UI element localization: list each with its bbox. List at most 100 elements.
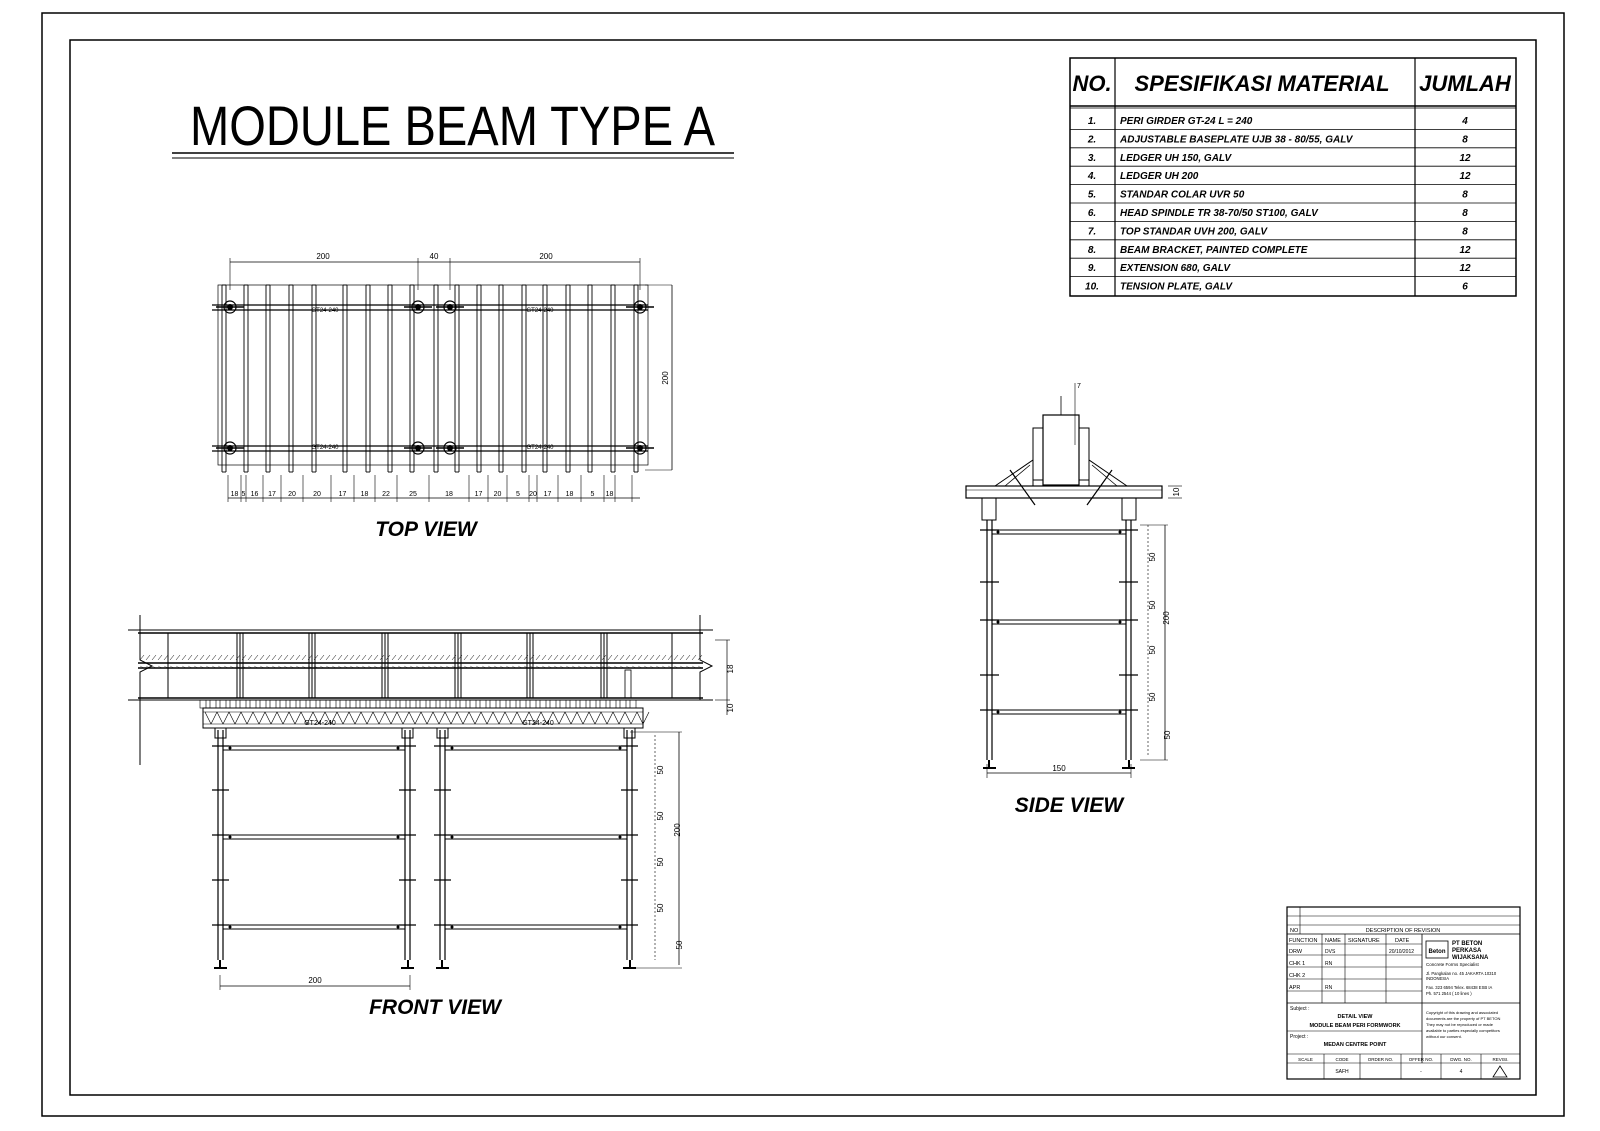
tb-row-name: DVS bbox=[1325, 949, 1336, 955]
table-row-no: 8. bbox=[1088, 245, 1096, 256]
table-row-qty: 12 bbox=[1459, 245, 1471, 256]
table-row-qty: 8 bbox=[1462, 208, 1468, 219]
table-row-spec: LEDGER UH 150, GALV bbox=[1120, 153, 1232, 164]
front-dim-top-right-1: 18 bbox=[726, 664, 735, 673]
table-row-spec: LEDGER UH 200 bbox=[1120, 171, 1199, 182]
company-logo: Beton bbox=[1429, 949, 1446, 955]
tb-no: NO bbox=[1290, 928, 1299, 934]
table-row-no: 1. bbox=[1088, 116, 1096, 127]
table-row-spec: HEAD SPINDLE TR 38-70/50 ST100, GALV bbox=[1120, 208, 1319, 219]
top-dim-bottom: 5 bbox=[516, 491, 520, 498]
table-row-spec: TENSION PLATE, GALV bbox=[1120, 282, 1233, 293]
table-row-qty: 4 bbox=[1461, 116, 1468, 127]
copyright-2: documents are the property of PT BETON bbox=[1426, 1016, 1500, 1021]
copyright-5: without our consent. bbox=[1426, 1034, 1462, 1039]
drawing-title: MODULE BEAM TYPE A bbox=[190, 94, 716, 157]
company-sub: Concrete Forms Specialist bbox=[1426, 962, 1480, 967]
tb-row-name: RN bbox=[1325, 985, 1333, 991]
company-name-2: PERKASA bbox=[1452, 948, 1482, 954]
tb-footer-value: SAFH bbox=[1335, 1069, 1349, 1075]
top-girder-label: GT24-240 bbox=[311, 308, 339, 314]
top-dim-bottom: 18 bbox=[231, 491, 239, 498]
top-dim-bottom: 16 bbox=[251, 491, 259, 498]
copyright-4: available to parties especially competit… bbox=[1426, 1028, 1500, 1033]
top-dim-3: 200 bbox=[539, 252, 553, 261]
top-dim-bottom: 20 bbox=[494, 491, 502, 498]
table-row-qty: 8 bbox=[1462, 226, 1468, 237]
table-row-qty: 12 bbox=[1459, 171, 1471, 182]
material-table: NO. SPESIFIKASI MATERIAL JUMLAH 1.PERI G… bbox=[1069, 57, 1517, 297]
side-dim-total: 200 bbox=[1162, 611, 1171, 625]
table-row-no: 9. bbox=[1088, 263, 1096, 274]
tb-subject-1: DETAIL VIEW bbox=[1338, 1014, 1374, 1020]
tb-footer-value: - bbox=[1420, 1069, 1422, 1075]
front-dim-bottom: 200 bbox=[308, 976, 322, 985]
table-row-spec: ADJUSTABLE BASEPLATE UJB 38 - 80/55, GAL… bbox=[1119, 134, 1354, 145]
front-dim-right-3: 50 bbox=[656, 857, 665, 866]
top-dim-bottom: 25 bbox=[409, 491, 417, 498]
tb-row-date: 20/10/2012 bbox=[1389, 949, 1414, 955]
company-phone-2: Ph. 571 2544 ( 10 lines ) bbox=[1426, 991, 1472, 996]
table-row-qty: 12 bbox=[1459, 263, 1471, 274]
company-address-2: INDONESIA bbox=[1426, 976, 1449, 981]
top-dim-bottom: 20 bbox=[313, 491, 321, 498]
front-dim-right-4: 50 bbox=[656, 903, 665, 912]
tb-row-function: DRW bbox=[1289, 949, 1303, 955]
tb-row-function: CHK 2 bbox=[1289, 973, 1305, 979]
side-dim-top: 7 bbox=[1077, 383, 1081, 390]
top-dim-right: 200 bbox=[661, 371, 670, 385]
side-dim-right-3: 50 bbox=[1148, 645, 1157, 654]
top-dim-bottom: 17 bbox=[268, 491, 276, 498]
tb-footer-header: REVISI. bbox=[1492, 1057, 1508, 1062]
tb-row-name: RN bbox=[1325, 961, 1333, 967]
top-girder-label: GT24-240 bbox=[311, 445, 339, 451]
tb-project: MEDAN CENTRE POINT bbox=[1324, 1042, 1387, 1048]
top-dim-2: 40 bbox=[430, 252, 439, 261]
tb-footer-header: SCALE bbox=[1298, 1057, 1313, 1062]
company-address: Jl. Pangkalan no. 45 JAKARTA 10310 bbox=[1426, 971, 1497, 976]
tb-footer-value: 4 bbox=[1460, 1069, 1463, 1075]
tb-footer-header: DWG. NO. bbox=[1450, 1057, 1472, 1062]
top-dim-bottom: 17 bbox=[339, 491, 347, 498]
side-dim-right-5: 50 bbox=[1163, 730, 1172, 739]
table-row-spec: STANDAR COLAR UVR 50 bbox=[1120, 190, 1245, 201]
front-dim-right-5: 50 bbox=[675, 940, 684, 949]
top-dim-bottom: 18 bbox=[361, 491, 369, 498]
top-dim-bottom: 17 bbox=[475, 491, 483, 498]
top-dim-bottom: 17 bbox=[544, 491, 552, 498]
top-dim-1: 200 bbox=[316, 252, 330, 261]
side-dim-right-1: 50 bbox=[1148, 552, 1157, 561]
table-row-qty: 12 bbox=[1459, 153, 1471, 164]
table-row-qty: 8 bbox=[1462, 190, 1468, 201]
top-dim-bottom: 22 bbox=[382, 491, 390, 498]
table-row-qty: 8 bbox=[1462, 134, 1468, 145]
front-dim-right-1: 50 bbox=[656, 765, 665, 774]
side-dim-right-2: 50 bbox=[1148, 600, 1157, 609]
tb-row-function: APR bbox=[1289, 985, 1300, 991]
copyright-1: Copyright of this drawing and associated bbox=[1426, 1010, 1498, 1015]
front-girder-label-1: GT24-240 bbox=[304, 720, 336, 727]
side-view: 7 50 50 50 50 50 200 bbox=[965, 383, 1182, 817]
front-view-label: FRONT VIEW bbox=[369, 996, 503, 1019]
top-girder-label: GT24-240 bbox=[526, 308, 554, 314]
side-dim-bottom: 150 bbox=[1052, 764, 1066, 773]
top-dim-bottom: 20 bbox=[288, 491, 296, 498]
tb-subject-2: MODULE BEAM PERI FORMWORK bbox=[1309, 1023, 1400, 1029]
side-dim-top-right: 10 bbox=[1172, 487, 1181, 496]
title-block: NO DESCRIPTION OF REVISION FUNCTION NAME… bbox=[1286, 906, 1521, 1080]
tb-function: FUNCTION bbox=[1289, 938, 1317, 944]
table-row-spec: TOP STANDAR UVH 200, GALV bbox=[1120, 226, 1268, 237]
front-girder-label-2: GT24-240 bbox=[522, 720, 554, 727]
table-row-no: 3. bbox=[1088, 153, 1096, 164]
front-dim-right-2: 50 bbox=[656, 811, 665, 820]
revision-triangle-icon bbox=[1492, 1065, 1508, 1078]
tb-footer-header: CODE bbox=[1335, 1057, 1348, 1062]
front-dim-total: 200 bbox=[673, 823, 682, 837]
company-name-3: WIJAKSANA bbox=[1452, 955, 1489, 961]
table-row-spec: PERI GIRDER GT-24 L = 240 bbox=[1120, 116, 1253, 127]
tb-name: NAME bbox=[1325, 938, 1341, 944]
table-header-qty: JUMLAH bbox=[1419, 71, 1512, 96]
top-dim-bottom: 18 bbox=[445, 491, 453, 498]
